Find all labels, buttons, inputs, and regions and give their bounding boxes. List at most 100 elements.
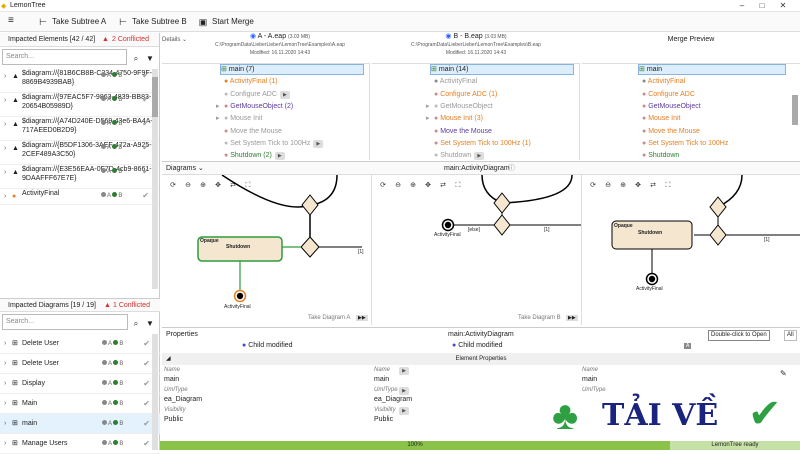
field-value-b[interactable]: main	[374, 376, 390, 383]
tree-item[interactable]: ● Move the Mouse	[434, 127, 492, 135]
tree-root[interactable]: ⊞ main (7)	[220, 64, 364, 75]
tree-item[interactable]: ● Configure ADC (1)	[434, 90, 498, 98]
check-icon[interactable]: ✔	[143, 379, 150, 388]
elements-search-input[interactable]: Search...	[2, 49, 127, 65]
field-value-b[interactable]: ea_Diagram	[374, 396, 413, 403]
diagram-canvas-b[interactable]	[372, 175, 582, 325]
activity-final-node[interactable]: ActivityFinal	[434, 232, 461, 238]
check-icon[interactable]: ✔	[142, 95, 149, 104]
take-a-icon[interactable]: ▶▶	[356, 315, 368, 321]
expand-icon[interactable]: ›	[4, 145, 7, 152]
take-diagram-a-button[interactable]: Take Diagram A	[308, 315, 351, 321]
expand-icon[interactable]: ▸	[426, 115, 430, 123]
tree-item[interactable]: ▸● GetMouseObject	[426, 101, 493, 113]
tree-item[interactable]: ● ActivityFinal	[434, 78, 478, 86]
field-value-b[interactable]: Public	[374, 416, 394, 423]
zoom-in-icon[interactable]: ⊕	[410, 182, 416, 189]
maximize-button[interactable]: □	[759, 1, 765, 10]
filter-icon[interactable]: ▼	[146, 54, 154, 63]
tree-item[interactable]: ● Shutdown	[642, 152, 680, 160]
tree-root[interactable]: ⊞ main (14)	[430, 64, 574, 75]
tree-item[interactable]: ● Set System Tick to 100Hz	[642, 139, 729, 147]
zoom-out-icon[interactable]: ⊖	[395, 182, 401, 189]
check-icon[interactable]: ✔	[142, 167, 149, 176]
tree-item[interactable]: ● Set System Tick to 100Hz (1)	[434, 139, 531, 147]
swap-icon[interactable]: ⇄	[650, 182, 656, 189]
scrollbar[interactable]	[152, 69, 158, 289]
take-item-icon[interactable]: ▶	[274, 152, 285, 160]
fit-icon[interactable]: ⛶	[245, 182, 251, 189]
tree-item[interactable]: ▸● Mouse Init (3)	[426, 113, 483, 125]
shutdown-node[interactable]: Shutdown	[226, 244, 251, 250]
element-row[interactable]: ›▲$diagram://{A74D240E-D569-43e6-BA4A-71…	[0, 117, 159, 141]
tree-item[interactable]: ● Set System Tick to 100Hz▶	[224, 138, 324, 150]
tree-item[interactable]: ● Configure ADC▶	[224, 89, 290, 101]
check-icon[interactable]: ✔	[143, 419, 150, 428]
hamburger-icon[interactable]: ≡	[8, 15, 14, 26]
check-icon[interactable]: ✔	[143, 439, 150, 448]
filter-icon[interactable]: ▼	[146, 319, 154, 328]
expand-icon[interactable]: ▸	[426, 102, 430, 110]
expand-icon[interactable]: ›	[4, 420, 7, 427]
field-value-m[interactable]: main	[582, 376, 598, 383]
expand-icon[interactable]: ›	[4, 380, 7, 387]
minimize-button[interactable]: –	[739, 1, 745, 10]
tree-item[interactable]: ▸● GetMouseObject (2)	[216, 101, 293, 113]
center-icon[interactable]: ✥	[215, 182, 221, 189]
tree-item[interactable]: ● Shutdown▶	[434, 150, 485, 160]
close-button[interactable]: ✕	[779, 1, 787, 10]
zoom-in-icon[interactable]: ⊕	[620, 182, 626, 189]
tree-item[interactable]: ● Shutdown (2)▶	[224, 150, 285, 160]
swap-icon[interactable]: ⇄	[440, 182, 446, 189]
check-icon[interactable]: ✔	[142, 143, 149, 152]
expand-icon[interactable]: ›	[4, 193, 7, 200]
start-merge-button[interactable]: ▣Start Merge	[198, 17, 254, 27]
refresh-icon[interactable]: ⟳	[380, 182, 386, 189]
take-item-icon[interactable]: ▶	[474, 152, 485, 160]
check-icon[interactable]: ✔	[143, 399, 150, 408]
diagrams-search-input[interactable]: Search...	[2, 314, 128, 330]
center-icon[interactable]: ✥	[635, 182, 641, 189]
search-icon[interactable]: ⌕	[133, 319, 139, 328]
swap-icon[interactable]: ⇄	[230, 182, 236, 189]
element-row[interactable]: ›▲$diagram://{E3E56EAA-0F7D-4cb9-8661-9D…	[0, 165, 159, 189]
fit-icon[interactable]: ⛶	[455, 182, 461, 189]
all-button[interactable]: All	[784, 330, 797, 341]
expand-icon[interactable]: ▸	[216, 115, 220, 123]
activity-final-node[interactable]: ActivityFinal	[224, 304, 251, 310]
check-icon[interactable]: ✔	[143, 339, 150, 348]
check-icon[interactable]: ✔	[143, 359, 150, 368]
take-value-icon[interactable]: ▶	[399, 367, 409, 375]
refresh-icon[interactable]: ⟳	[170, 182, 176, 189]
expand-icon[interactable]: ›	[4, 360, 7, 367]
zoom-in-icon[interactable]: ⊕	[200, 182, 206, 189]
collapse-icon[interactable]: ◢	[166, 356, 171, 362]
take-subtree-b-button[interactable]: ⊢Take Subtree B	[119, 17, 187, 27]
expand-icon[interactable]: ›	[4, 440, 7, 447]
search-icon[interactable]: ⌕	[133, 54, 139, 63]
check-icon[interactable]: ✔	[142, 71, 149, 80]
expand-icon[interactable]: ›	[4, 340, 7, 347]
center-icon[interactable]: ✥	[425, 182, 431, 189]
tree-item[interactable]: ● Mouse Init	[642, 115, 681, 123]
expand-icon[interactable]: ›	[4, 121, 7, 128]
take-value-icon[interactable]: ▶	[399, 407, 409, 415]
take-b-icon[interactable]: ▶▶	[566, 315, 578, 321]
tree-root[interactable]: ⊞ main	[638, 64, 786, 75]
element-row[interactable]: ›▲$diagram://{97EAC5F7-9863-4839-BB83-20…	[0, 93, 159, 117]
tree-item[interactable]: ● ActivityFinal (1)	[224, 78, 278, 86]
take-value-icon[interactable]: ▶	[399, 387, 409, 395]
expand-icon[interactable]: ▸	[216, 102, 220, 110]
fit-icon[interactable]: ⛶	[665, 182, 671, 189]
tree-item[interactable]: ● Move the Mouse	[224, 127, 282, 135]
refresh-icon[interactable]: ⟳	[590, 182, 596, 189]
tree-item[interactable]: ▸● Mouse Init	[216, 113, 262, 125]
tree-item[interactable]: ● Move the Mouse	[642, 127, 700, 135]
